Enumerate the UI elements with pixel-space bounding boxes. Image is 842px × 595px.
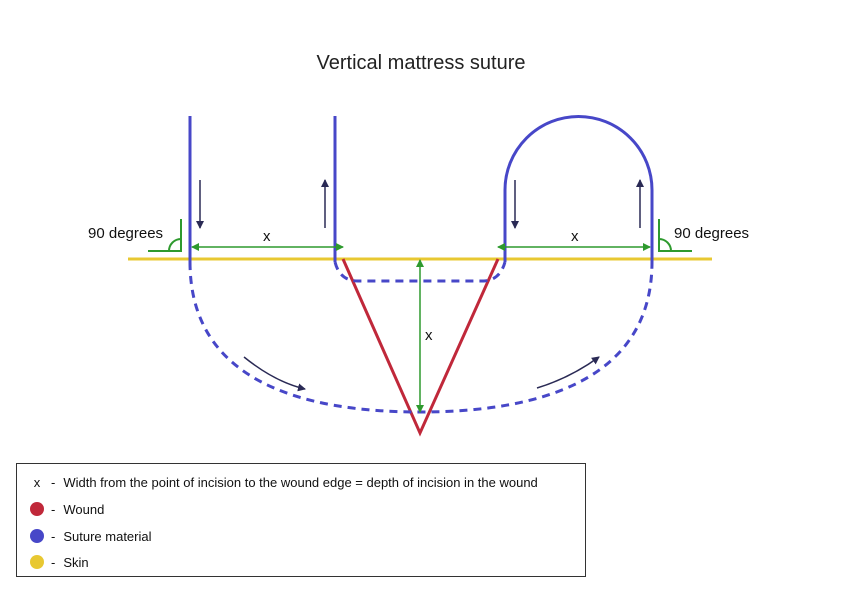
- legend-text-suture: Suture material: [63, 528, 152, 544]
- legend-item-suture: - Suture material: [29, 526, 152, 546]
- suture-color-dot: [30, 529, 44, 543]
- skin-color-dot: [30, 555, 44, 569]
- legend-box: x - Width from the point of incision to …: [16, 463, 586, 577]
- label-angle-right: 90 degrees: [674, 225, 750, 242]
- direction-arrow-curve-right: [536, 356, 600, 389]
- legend-symbol-x: x: [33, 474, 41, 490]
- wound-color-dot: [30, 502, 44, 516]
- label-x-right: x: [571, 228, 579, 245]
- legend-text-wound: Wound: [63, 501, 105, 517]
- legend-text-skin: Skin: [63, 554, 89, 570]
- legend-dash: -: [51, 474, 56, 490]
- label-x-depth: x: [425, 327, 433, 344]
- right-angle-marker-right: [658, 219, 692, 252]
- suture-deep-path: [188, 261, 654, 414]
- diagram-title: Vertical mattress suture: [316, 52, 526, 74]
- label-angle-left: 90 degrees: [88, 225, 164, 242]
- legend-item-wound: - Wound: [29, 499, 104, 519]
- label-x-left: x: [263, 228, 271, 245]
- legend-text-x: Width from the point of incision to the …: [63, 474, 538, 490]
- legend-item-skin: - Skin: [29, 552, 89, 572]
- legend-dash: -: [51, 528, 56, 544]
- legend-dash: -: [51, 501, 56, 517]
- legend-item-x: x - Width from the point of incision to …: [29, 472, 538, 492]
- wound-incision: [341, 258, 500, 437]
- direction-arrow-curve-left: [243, 356, 306, 392]
- legend-dash: -: [51, 554, 56, 570]
- suture-loop-right: [503, 115, 654, 262]
- right-angle-marker-left: [148, 219, 182, 252]
